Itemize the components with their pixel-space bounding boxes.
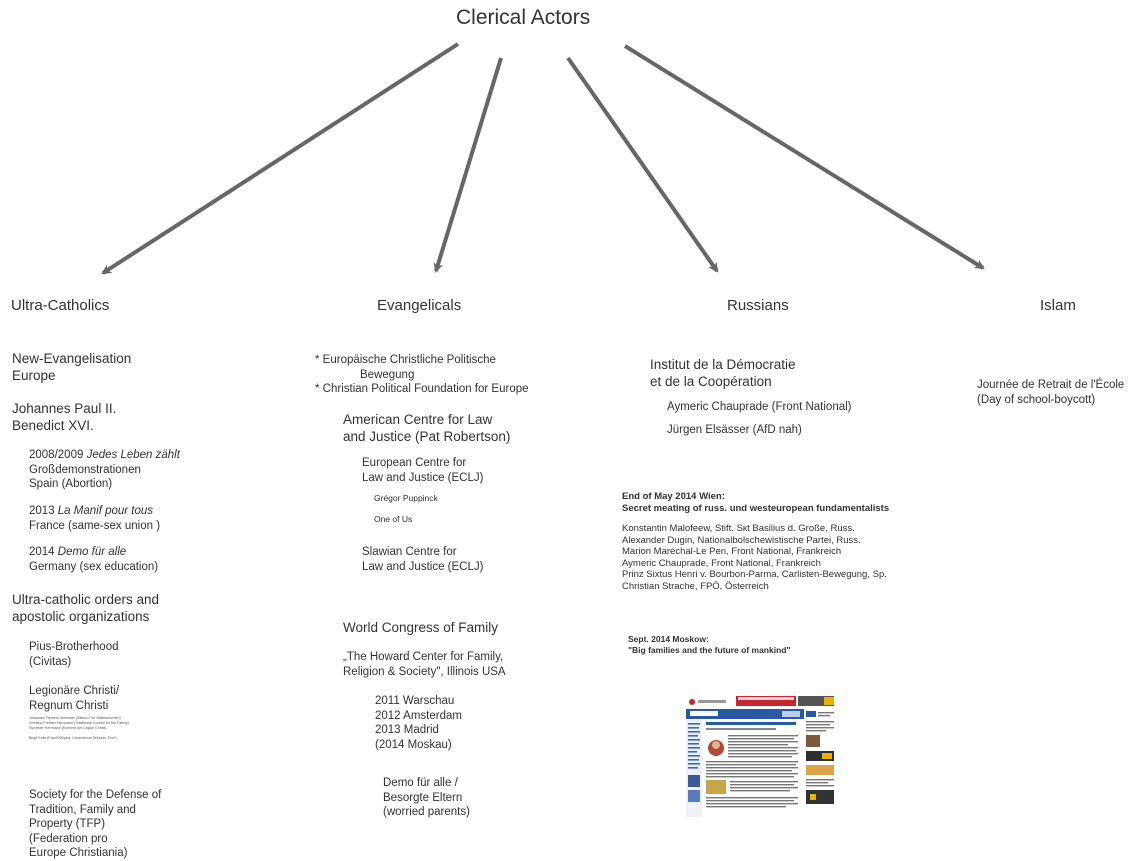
american-centre-law-justice: American Centre for Law and Justice (Pat… bbox=[343, 412, 511, 444]
wcf-years: 2011 Warschau 2012 Amsterdam 2013 Madrid… bbox=[375, 695, 462, 751]
howard-center: „The Howard Center for Family, Religion … bbox=[343, 651, 506, 678]
institut-persons: Aymeric Chauprade (Front National) Jürge… bbox=[667, 401, 852, 436]
popes: Johannes Paul II. Benedict XVI. bbox=[12, 401, 117, 433]
new-evangelisation: New-Evangelisation Europe bbox=[12, 351, 132, 383]
institut-democratie-cooperation: Institut de la Démocratie et de la Coopé… bbox=[650, 357, 796, 389]
heading-islam: Islam bbox=[1040, 297, 1076, 314]
demo-fuer-alle-besorgte-eltern: Demo für alle / Besorgte Eltern (worried… bbox=[383, 777, 470, 818]
website-screenshot-thumbnail bbox=[686, 695, 836, 817]
heading-russians: Russians bbox=[727, 297, 789, 314]
pius-brotherhood: Pius-Brotherhood (Civitas) bbox=[29, 641, 119, 668]
event-la-manif-pour-tous: 2013 La Manif pour tous France (same-sex… bbox=[29, 505, 161, 532]
diagram-title: Clerical Actors bbox=[456, 6, 591, 29]
one-of-us: One of Us bbox=[374, 514, 413, 524]
ultra-catholic-orders: Ultra-catholic orders and apostolic orga… bbox=[12, 592, 160, 624]
event-demo-fuer-alle: 2014 Demo für alle Germany (sex educatio… bbox=[29, 546, 159, 573]
arrow-to-islam bbox=[623, 44, 985, 270]
european-centre-law-justice: European Centre for Law and Justice (ECL… bbox=[362, 457, 484, 484]
vienna-meeting-title: End of May 2014 Wien: Secret meating of … bbox=[622, 491, 890, 514]
tfp-society: Society for the Defense of Tradition, Fa… bbox=[29, 789, 162, 859]
european-christian-political-movement: * Europäische Christliche Politische Bew… bbox=[315, 354, 529, 395]
journee-de-retrait: Journée de Retrait de l'École (Day of sc… bbox=[977, 379, 1125, 406]
legion-tiny-notes: Johannes Freiherr Herrmann (Bistum Pal. … bbox=[29, 716, 129, 740]
legion-christi: Legionäre Christi/ Regnum Christi bbox=[29, 685, 120, 712]
world-congress-of-family: World Congress of Family bbox=[343, 620, 499, 635]
heading-ultra-catholics: Ultra-Catholics bbox=[11, 297, 110, 314]
arrow-to-ultra-catholics bbox=[101, 42, 460, 275]
heading-evangelicals: Evangelicals bbox=[377, 297, 462, 314]
event-jedes-leben-zaehlt: 2008/2009 Jedes Leben zählt Großdemonstr… bbox=[29, 449, 180, 490]
arrow-to-evangelicals bbox=[433, 57, 503, 273]
gregor-puppinck: Grégor Puppinck bbox=[374, 493, 438, 503]
arrow-to-russians bbox=[566, 56, 719, 273]
vienna-meeting-participants: Konstantin Malofeew, Stift. Sкt Basilius… bbox=[622, 523, 887, 592]
moscow-conference-title: Sept. 2014 Moskow: "Big families and the… bbox=[628, 634, 791, 655]
slavic-centre-law-justice: Slawian Centre for Law and Justice (ECLJ… bbox=[362, 546, 484, 573]
